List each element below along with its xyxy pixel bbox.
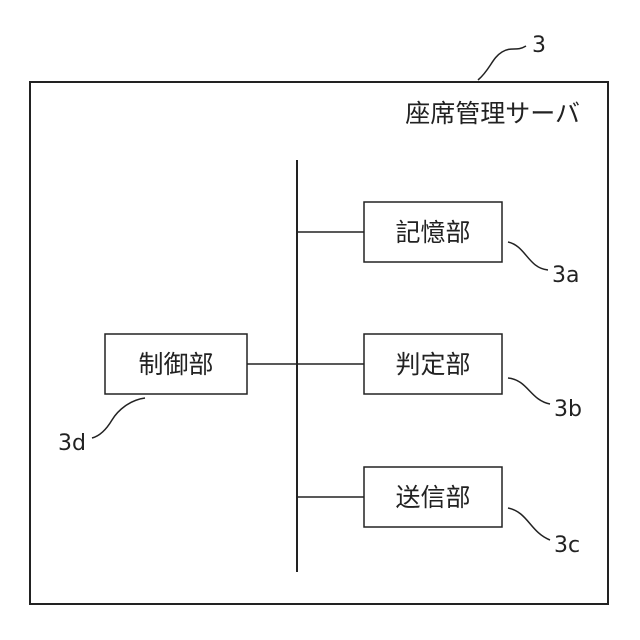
transmission-ref-leader [508, 508, 550, 540]
transmission-ref-number: 3c [554, 533, 580, 558]
storage-label: 記憶部 [395, 218, 470, 247]
transmission-block: 送信部 [364, 467, 502, 527]
transmission-label: 送信部 [395, 483, 470, 512]
storage-ref-leader [508, 242, 548, 270]
control-ref-number: 3d [58, 431, 86, 456]
judgment-label: 判定部 [395, 350, 470, 379]
judgment-ref-leader [508, 378, 550, 404]
control-ref-leader [92, 398, 145, 438]
server-ref-number: 3 [532, 33, 546, 58]
storage-block: 記憶部 [364, 202, 502, 262]
control-label: 制御部 [138, 350, 213, 379]
server-ref-leader [478, 46, 526, 80]
storage-ref-number: 3a [552, 263, 579, 288]
judgment-ref-number: 3b [554, 397, 582, 422]
server-title: 座席管理サーバ [405, 99, 580, 128]
control-block: 制御部 [105, 334, 247, 394]
judgment-block: 判定部 [364, 334, 502, 394]
